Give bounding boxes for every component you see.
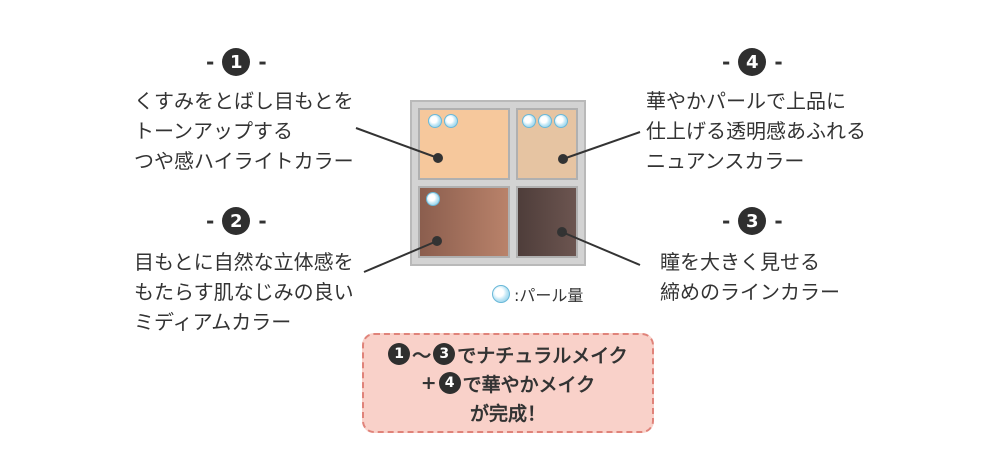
heading-2: - 2 - [206,207,267,235]
number-badge: 4 [438,372,461,394]
shade-well-3 [516,186,578,258]
description-line: つや感ハイライトカラー [134,149,354,173]
legend-label: :パール量 [514,286,584,305]
dash-left: - [722,209,731,233]
heading-3: - 3 - [722,207,783,235]
description-line: ニュアンスカラー [646,149,805,173]
description-line: 目もとに自然な立体感を [134,250,354,274]
description-line: 華やかパールで上品に [646,89,846,113]
pearl-icon [444,114,458,128]
number-badge-1: 1 [222,48,251,76]
dash-left: - [206,50,215,74]
heading-4: - 4 - [722,48,783,76]
leader-dot-1 [433,153,443,163]
range-separator: 〜 [412,344,432,367]
pearl-icon [522,114,536,128]
dash-right: - [774,209,783,233]
leader-line-1 [355,127,439,159]
shade-well-2 [418,186,510,258]
shade-well-1 [418,108,510,180]
callout-text: でナチュラルメイク [457,344,628,367]
callout-line-2: + 4 で華やかメイク [420,370,596,397]
description-line: ミディアムカラー [134,310,292,334]
leader-dot-3 [557,227,567,237]
pearl-icon [538,114,552,128]
leader-dot-2 [432,236,442,246]
description-line: トーンアップする [134,119,293,143]
plus-sign: + [420,372,437,394]
description-line: 仕上げる透明感あふれる [646,119,866,143]
callout-line-1: 1 〜 3 でナチュラルメイク [388,341,628,368]
description-line: 締めのラインカラー [660,280,840,304]
description-1: くすみをとばし目もとを トーンアップする つや感ハイライトカラー [134,86,354,176]
dash-right: - [258,50,267,74]
dash-right: - [774,50,783,74]
pearl-icon [426,192,440,206]
pearl-legend: :パール量 [492,282,583,306]
callout-text: が完成！ [469,402,546,425]
description-2: 目もとに自然な立体感を もたらす肌なじみの良い ミディアムカラー [134,247,354,337]
pearl-icon [428,114,442,128]
callout-line-3: が完成！ [470,399,546,426]
number-badge: 3 [433,343,456,365]
description-3: 瞳を大きく見せる 締めのラインカラー [660,247,840,307]
description-line: くすみをとばし目もとを [134,89,354,113]
summary-callout: 1 〜 3 でナチュラルメイク + 4 で華やかメイク が完成！ [362,333,654,433]
description-4: 華やかパールで上品に 仕上げる透明感あふれる ニュアンスカラー [646,86,866,176]
callout-text: で華やかメイク [462,373,596,396]
number-badge-2: 2 [222,207,251,235]
leader-line-2 [363,240,438,273]
description-line: 瞳を大きく見せる [660,250,820,274]
leader-line-4 [562,131,641,160]
dash-left: - [722,50,731,74]
number-badge-4: 4 [738,48,767,76]
leader-line-3 [561,231,641,266]
heading-1: - 1 - [206,48,267,76]
description-line: もたらす肌なじみの良い [134,280,354,304]
shade-well-4 [516,108,578,180]
pearl-icon [554,114,568,128]
dash-right: - [258,209,267,233]
leader-dot-4 [558,154,568,164]
eyeshadow-palette [410,100,586,266]
number-badge: 1 [388,343,411,365]
number-badge-3: 3 [738,207,767,235]
pearl-icon [492,285,510,303]
dash-left: - [206,209,215,233]
